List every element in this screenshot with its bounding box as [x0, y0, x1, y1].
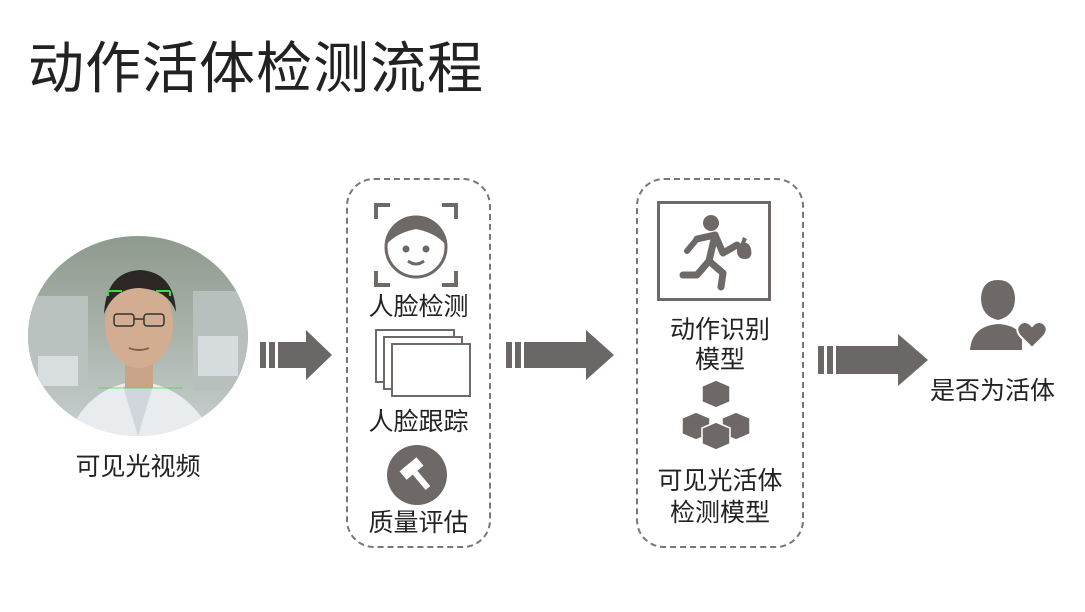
arrow-right-icon — [506, 330, 616, 384]
action-recognition-label-line2: 模型 — [694, 345, 745, 374]
running-person-icon — [657, 201, 771, 305]
page-title: 动作活体检测流程 — [28, 37, 484, 102]
cubes-icon — [676, 378, 756, 454]
model-stage-box — [636, 178, 804, 548]
visible-light-liveness-label-line2: 检测模型 — [669, 498, 770, 527]
step-face-detection-label: 人脸检测 — [368, 292, 469, 321]
action-recognition-label-line1: 动作识别 — [669, 315, 770, 344]
arrow-right-icon — [818, 334, 930, 390]
person-heart-icon — [968, 276, 1048, 356]
video-frame-photo — [28, 236, 248, 436]
preprocessing-stage-box — [346, 178, 491, 548]
output-label: 是否为活体 — [930, 376, 1056, 405]
face-detection-icon — [374, 203, 458, 291]
arrow-right-icon — [260, 330, 335, 384]
step-quality-assessment-label: 质量评估 — [368, 508, 469, 537]
step-face-tracking-label: 人脸跟踪 — [368, 407, 469, 436]
stacked-frames-icon — [374, 328, 474, 402]
input-label: 可见光视频 — [75, 452, 201, 481]
visible-light-liveness-label-line1: 可见光活体 — [657, 466, 783, 495]
gavel-icon — [386, 444, 448, 510]
